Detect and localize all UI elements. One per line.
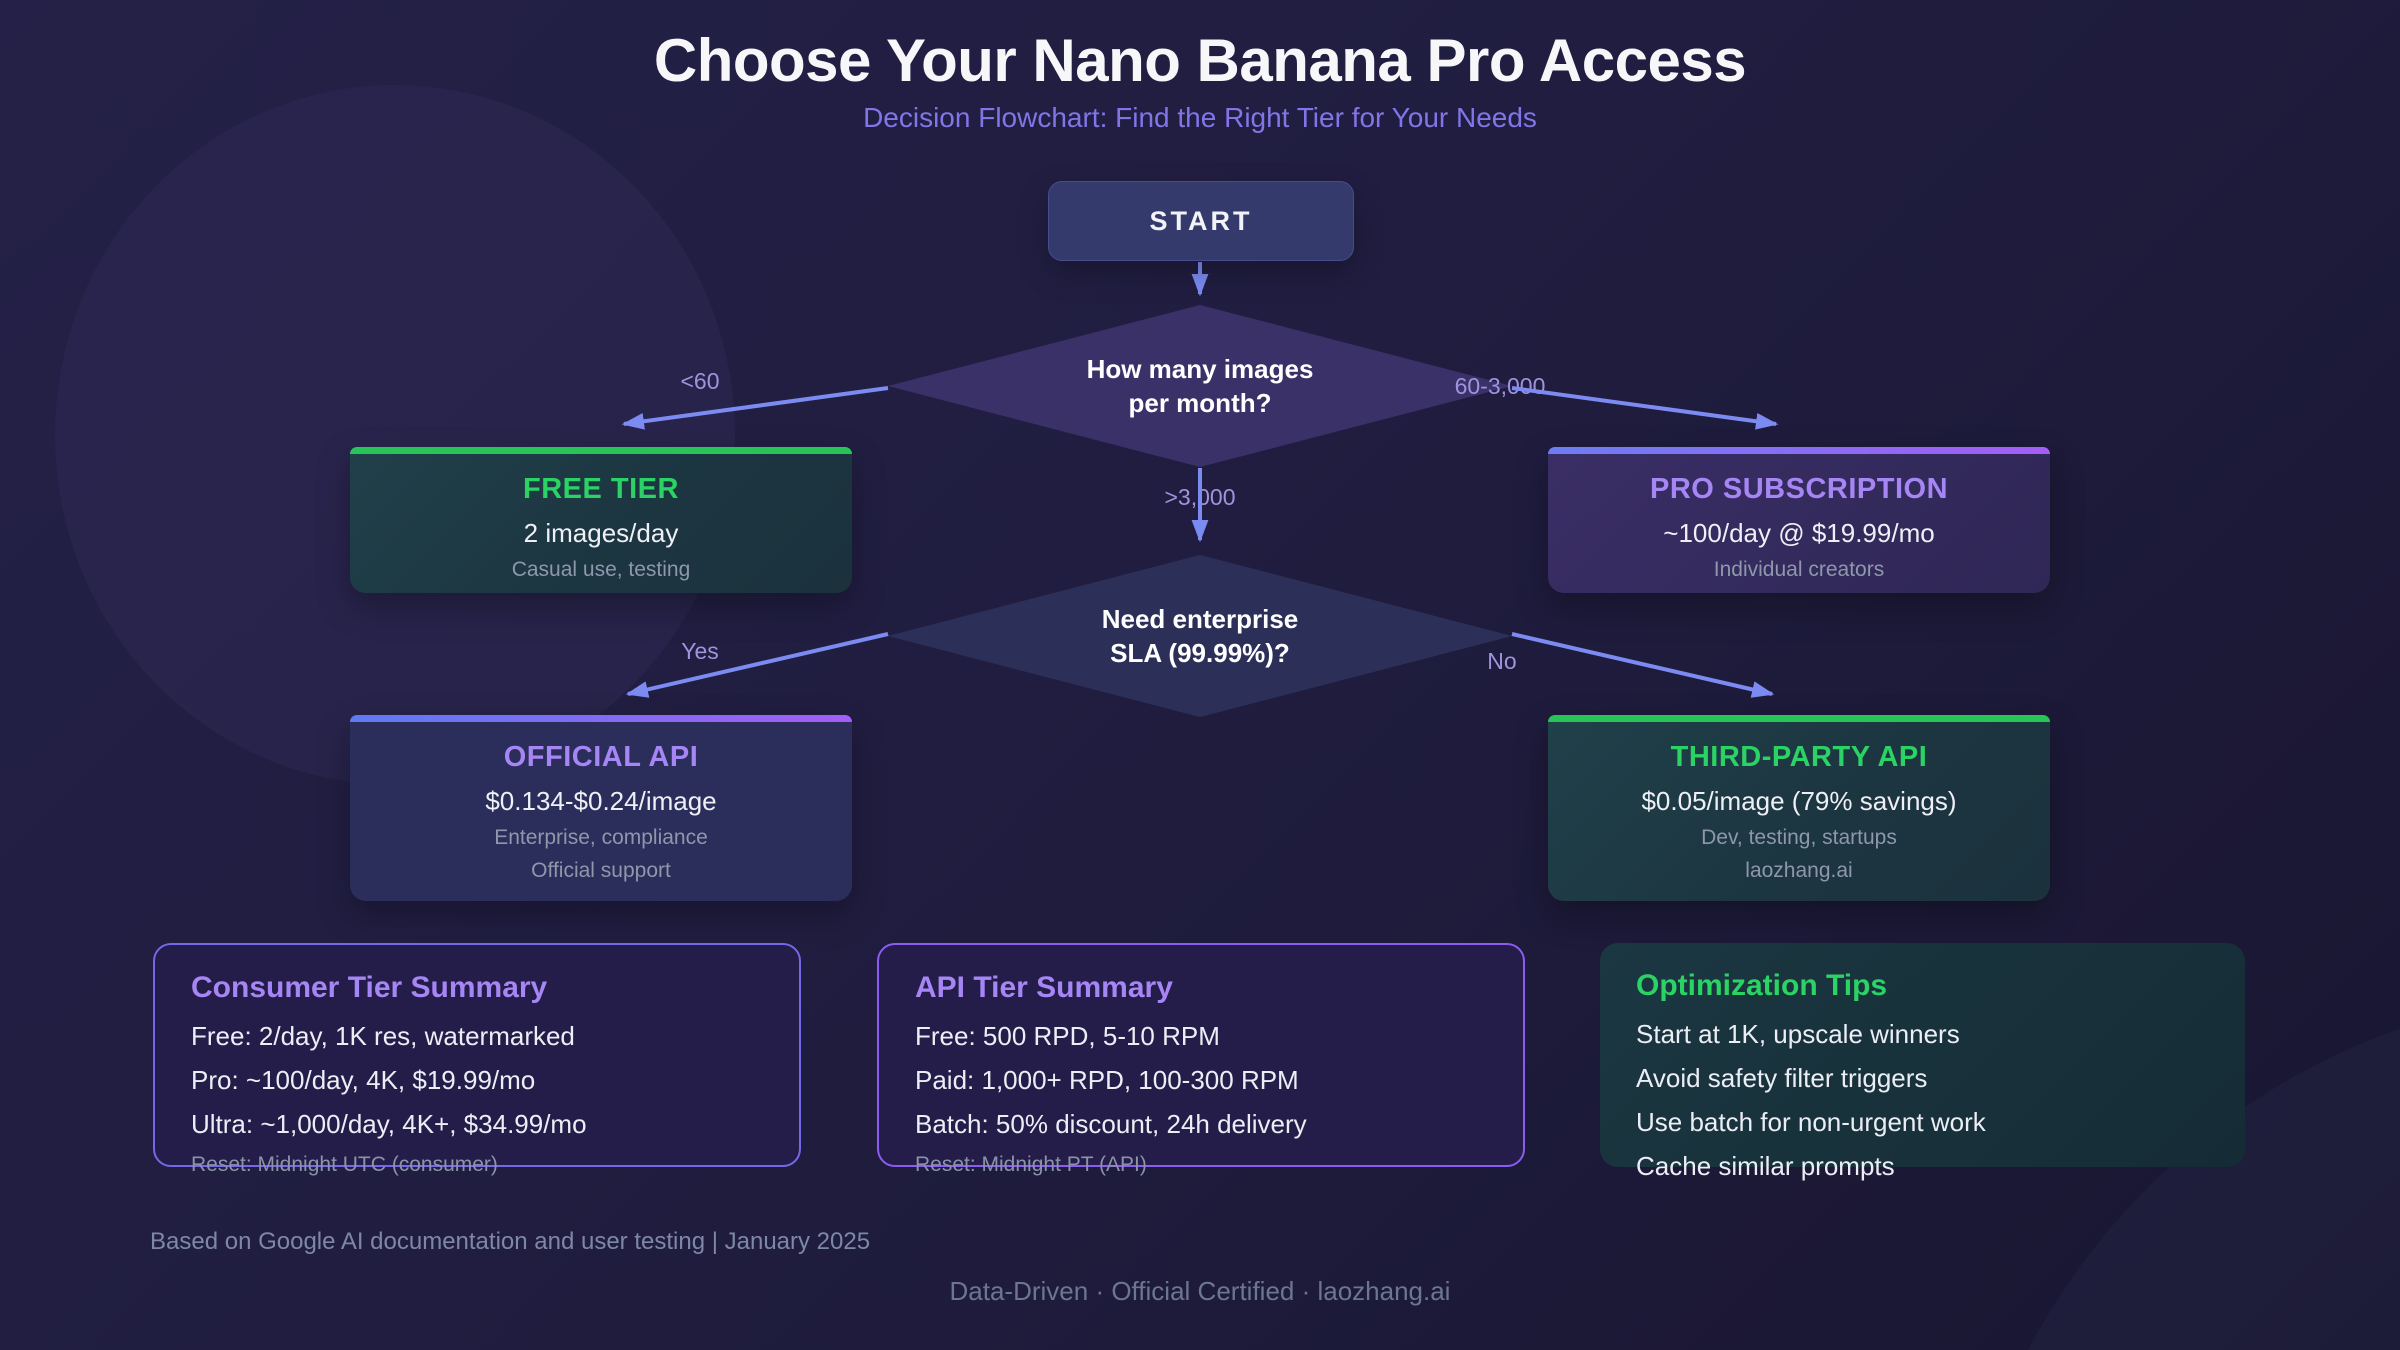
api-card-title: API Tier Summary bbox=[915, 971, 1173, 1004]
tips-card-row: Cache similar prompts bbox=[1636, 1151, 1895, 1181]
decision-enterprise-sla: Need enterprise SLA (99.99%)? bbox=[888, 555, 1512, 717]
api-card-row: Free: 500 RPD, 5-10 RPM bbox=[915, 1021, 1220, 1051]
free-tier-audience: Casual use, testing bbox=[511, 558, 691, 581]
official-api-title: OFFICIAL API bbox=[503, 741, 699, 773]
official-api-top-bar bbox=[350, 715, 852, 722]
outcome-third-party-api: THIRD-PARTY API $0.05/image (79% savings… bbox=[1548, 715, 2050, 901]
official-api-extra: Official support bbox=[531, 859, 671, 882]
outcome-official-api: OFFICIAL API $0.134-$0.24/image Enterpri… bbox=[350, 715, 852, 901]
start-node: START bbox=[1048, 181, 1354, 261]
decision2-line1: Need enterprise bbox=[1101, 604, 1299, 634]
pro-detail: ~100/day @ $19.99/mo bbox=[1663, 518, 1935, 548]
edge-label-yes: Yes bbox=[681, 638, 719, 664]
decision1-line2: per month? bbox=[1128, 388, 1272, 418]
free-tier-detail: 2 images/day bbox=[523, 518, 679, 548]
edge-label-no: No bbox=[1487, 648, 1517, 674]
footer-badges: Data-Driven · Official Certified · laozh… bbox=[949, 1276, 1451, 1306]
pro-title: PRO SUBSCRIPTION bbox=[1649, 473, 1949, 505]
third-party-title: THIRD-PARTY API bbox=[1670, 741, 1928, 773]
third-party-detail: $0.05/image (79% savings) bbox=[1641, 786, 1957, 816]
consumer-card-note: Reset: Midnight UTC (consumer) bbox=[191, 1153, 498, 1176]
pro-audience: Individual creators bbox=[1713, 558, 1885, 581]
tips-card-title: Optimization Tips bbox=[1636, 969, 1888, 1002]
api-card-note: Reset: Midnight PT (API) bbox=[915, 1153, 1147, 1176]
free-tier-top-bar bbox=[350, 447, 852, 454]
outcome-pro-subscription: PRO SUBSCRIPTION ~100/day @ $19.99/mo In… bbox=[1548, 447, 2050, 593]
third-party-top-bar bbox=[1548, 715, 2050, 722]
outcome-free-tier: FREE TIER 2 images/day Casual use, testi… bbox=[350, 447, 852, 593]
edge-label-over-3000: >3,000 bbox=[1164, 484, 1236, 510]
tips-card-row: Start at 1K, upscale winners bbox=[1636, 1019, 1960, 1049]
api-card-row: Paid: 1,000+ RPD, 100-300 RPM bbox=[915, 1065, 1299, 1095]
official-api-audience: Enterprise, compliance bbox=[494, 826, 708, 849]
consumer-card-title: Consumer Tier Summary bbox=[191, 971, 548, 1004]
third-party-audience: Dev, testing, startups bbox=[1701, 826, 1897, 849]
edge-label-60-3000: 60-3,000 bbox=[1454, 373, 1546, 399]
decision2-line2: SLA (99.99%)? bbox=[1110, 638, 1290, 668]
decision1-line1: How many images bbox=[1086, 354, 1314, 384]
consumer-card-row: Free: 2/day, 1K res, watermarked bbox=[191, 1021, 575, 1051]
tips-card-row: Avoid safety filter triggers bbox=[1636, 1063, 1928, 1093]
background-blob-top-left bbox=[55, 85, 735, 785]
tips-card-row: Use batch for non-urgent work bbox=[1636, 1107, 1986, 1137]
page-title: Choose Your Nano Banana Pro Access bbox=[653, 27, 1747, 94]
consumer-tier-summary-card: Consumer Tier Summary Free: 2/day, 1K re… bbox=[153, 943, 801, 1176]
pro-top-bar bbox=[1548, 447, 2050, 454]
free-tier-title: FREE TIER bbox=[523, 473, 679, 505]
consumer-card-row: Ultra: ~1,000/day, 4K+, $34.99/mo bbox=[191, 1109, 587, 1139]
consumer-card-row: Pro: ~100/day, 4K, $19.99/mo bbox=[191, 1065, 536, 1095]
api-card-row: Batch: 50% discount, 24h delivery bbox=[915, 1109, 1307, 1139]
source-attribution: Based on Google AI documentation and use… bbox=[150, 1228, 871, 1255]
page-subtitle: Decision Flowchart: Find the Right Tier … bbox=[863, 102, 1537, 133]
edge-label-under-60: <60 bbox=[680, 368, 720, 394]
official-api-detail: $0.134-$0.24/image bbox=[485, 786, 717, 816]
third-party-extra: laozhang.ai bbox=[1745, 859, 1853, 882]
optimization-tips-card: Optimization Tips Start at 1K, upscale w… bbox=[1600, 943, 2245, 1181]
api-tier-summary-card: API Tier Summary Free: 500 RPD, 5-10 RPM… bbox=[877, 943, 1525, 1176]
